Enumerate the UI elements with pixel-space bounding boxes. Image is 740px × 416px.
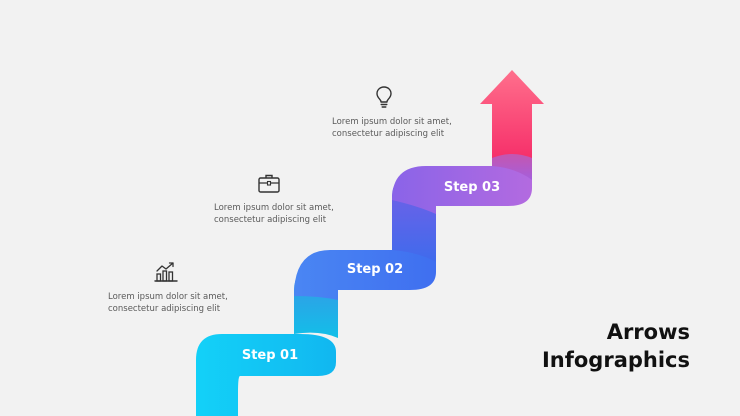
briefcase-icon bbox=[256, 170, 282, 196]
step-03-caption: Lorem ipsum dolor sit amet, consectetur … bbox=[332, 116, 452, 140]
bar-chart-growth-icon bbox=[153, 259, 179, 285]
step-02-caption-line2: consectetur adipiscing elit bbox=[214, 215, 327, 225]
step-03-caption-line1: Lorem ipsum dolor sit amet, bbox=[332, 117, 452, 127]
infographic-title: Arrows Infographics bbox=[542, 318, 690, 374]
step-01-caption: Lorem ipsum dolor sit amet, consectetur … bbox=[108, 291, 228, 315]
step-01-label: Step 01 bbox=[242, 348, 298, 363]
step-02-caption-line1: Lorem ipsum dolor sit amet, bbox=[214, 203, 334, 213]
step-02-label: Step 02 bbox=[347, 262, 403, 277]
title-line1: Arrows bbox=[606, 320, 690, 344]
title-line2: Infographics bbox=[541, 348, 690, 372]
step-01-caption-line1: Lorem ipsum dolor sit amet, bbox=[108, 292, 228, 302]
lightbulb-icon bbox=[371, 84, 397, 110]
step-03-label: Step 03 bbox=[444, 180, 500, 195]
step-03-caption-line2: consectetur adipiscing elit bbox=[332, 129, 445, 139]
step-01-caption-line2: consectetur adipiscing elit bbox=[108, 304, 221, 314]
step-02-caption: Lorem ipsum dolor sit amet, consectetur … bbox=[214, 202, 334, 226]
arrow-head bbox=[480, 70, 544, 158]
